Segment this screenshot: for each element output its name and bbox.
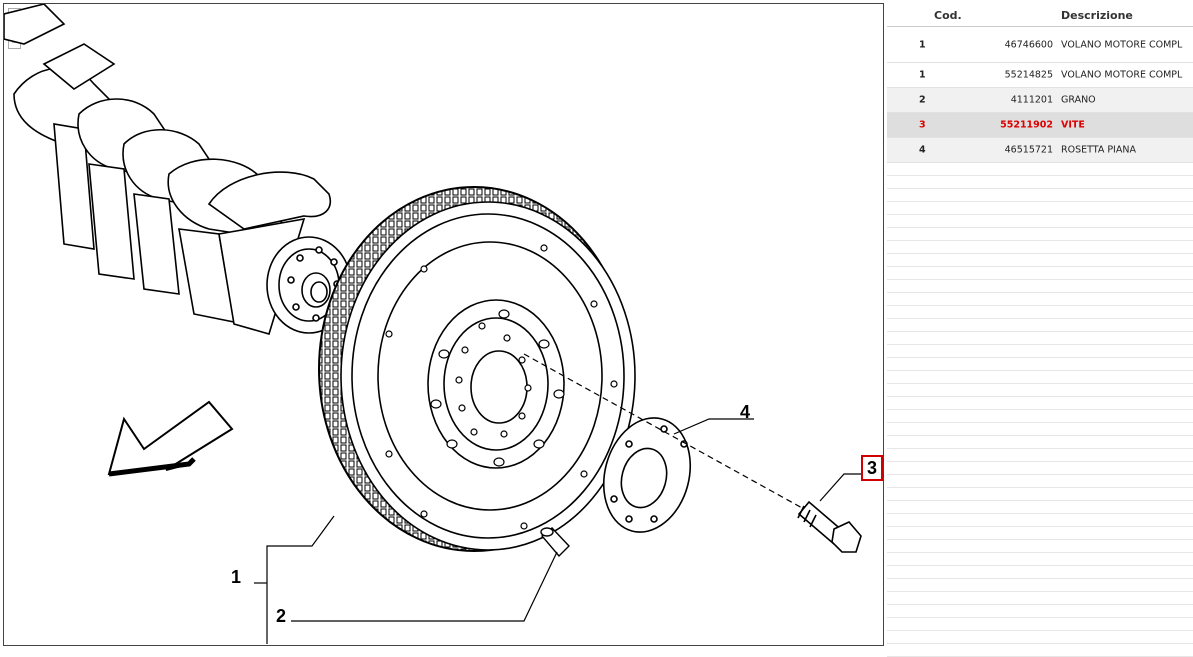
pin-part xyxy=(540,527,570,558)
part-description: VITE xyxy=(1061,119,1085,131)
table-row-selected[interactable]: 3 55211902 VITE xyxy=(887,113,1193,138)
empty-row xyxy=(887,280,1193,293)
empty-row xyxy=(887,319,1193,332)
empty-row xyxy=(887,345,1193,358)
table-row[interactable]: 1 46746600 VOLANO MOTORE COMPL xyxy=(887,27,1193,63)
empty-row xyxy=(887,306,1193,319)
empty-row xyxy=(887,436,1193,449)
header-code: Cod. xyxy=(934,9,962,22)
empty-row xyxy=(887,202,1193,215)
crankshaft xyxy=(4,4,352,335)
callout-3[interactable]: 3 xyxy=(861,455,883,481)
callout-4[interactable]: 4 xyxy=(740,402,751,422)
empty-row xyxy=(887,293,1193,306)
empty-row xyxy=(887,527,1193,540)
table-header: Cod. Descrizione xyxy=(887,3,1193,27)
part-number: 4 xyxy=(919,144,926,156)
empty-row xyxy=(887,501,1193,514)
empty-row xyxy=(887,488,1193,501)
empty-row xyxy=(887,267,1193,280)
empty-row xyxy=(887,176,1193,189)
exploded-parts-diagram[interactable]: ⬚ + − xyxy=(3,3,884,646)
washer-part xyxy=(602,417,692,533)
empty-row xyxy=(887,566,1193,579)
parts-table: Cod. Descrizione 1 46746600 VOLANO MOTOR… xyxy=(887,3,1193,657)
empty-row xyxy=(887,514,1193,527)
assembly-axis-line xyxy=(523,353,805,510)
empty-row xyxy=(887,384,1193,397)
empty-row xyxy=(887,449,1193,462)
part-code: 4111201 xyxy=(1010,94,1053,106)
empty-rows xyxy=(887,163,1193,657)
table-row[interactable]: 4 46515721 ROSETTA PIANA xyxy=(887,138,1193,163)
empty-row xyxy=(887,189,1193,202)
flywheel xyxy=(318,186,636,552)
part-code: 46746600 xyxy=(1004,39,1053,50)
part-number: 1 xyxy=(919,69,926,81)
direction-arrow xyxy=(107,400,234,477)
part-description: GRANO xyxy=(1061,94,1096,106)
empty-row xyxy=(887,592,1193,605)
empty-row xyxy=(887,241,1193,254)
part-number: 3 xyxy=(919,119,926,131)
empty-row xyxy=(887,540,1193,553)
part-description: VOLANO MOTORE COMPL xyxy=(1061,39,1183,50)
diagram-drawing xyxy=(4,4,862,644)
empty-row xyxy=(887,410,1193,423)
empty-row xyxy=(887,553,1193,566)
empty-row xyxy=(887,618,1193,631)
empty-row xyxy=(887,579,1193,592)
bolt-part xyxy=(797,500,862,553)
empty-row xyxy=(887,397,1193,410)
header-description: Descrizione xyxy=(1061,9,1133,22)
table-row[interactable]: 2 4111201 GRANO xyxy=(887,88,1193,113)
empty-row xyxy=(887,215,1193,228)
table-row[interactable]: 1 55214825 VOLANO MOTORE COMPL xyxy=(887,63,1193,88)
callout-1[interactable]: 1 xyxy=(231,567,242,587)
leader-lines xyxy=(254,418,862,644)
empty-row xyxy=(887,371,1193,384)
empty-row xyxy=(887,423,1193,436)
empty-row xyxy=(887,163,1193,176)
part-number: 1 xyxy=(919,39,926,50)
empty-row xyxy=(887,462,1193,475)
empty-row xyxy=(887,358,1193,371)
part-code: 55214825 xyxy=(1004,69,1053,81)
empty-row xyxy=(887,631,1193,644)
part-number: 2 xyxy=(919,94,926,106)
part-description: VOLANO MOTORE COMPL xyxy=(1061,69,1183,81)
empty-row xyxy=(887,605,1193,618)
empty-row xyxy=(887,254,1193,267)
part-code: 46515721 xyxy=(1004,144,1053,156)
part-description: ROSETTA PIANA xyxy=(1061,144,1136,156)
empty-row xyxy=(887,644,1193,657)
empty-row xyxy=(887,332,1193,345)
empty-row xyxy=(887,475,1193,488)
empty-row xyxy=(887,228,1193,241)
callout-2[interactable]: 2 xyxy=(276,606,287,626)
part-code: 55211902 xyxy=(1000,119,1053,131)
